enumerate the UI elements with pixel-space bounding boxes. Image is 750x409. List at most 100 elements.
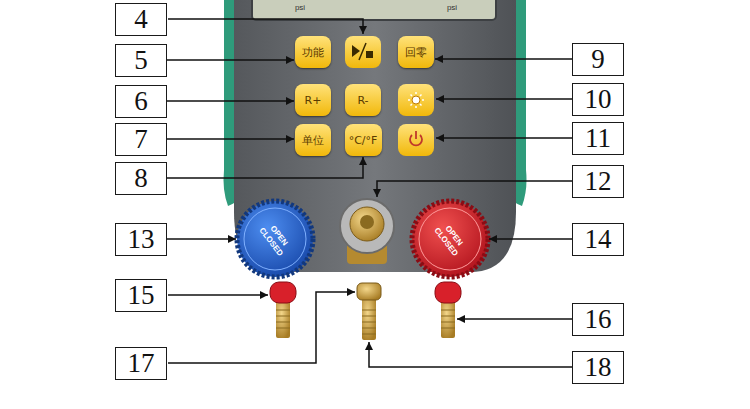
- callout-number: 6: [115, 85, 167, 118]
- node-text: R-: [357, 95, 368, 106]
- red-knob-rim: [419, 208, 481, 270]
- text-holder: 16: [585, 306, 612, 333]
- thread-lines: [276, 310, 290, 328]
- leader-line: [489, 238, 572, 240]
- text-holder: 功能: [302, 47, 324, 58]
- node-text: 回零: [405, 47, 427, 58]
- node-text: 单位: [302, 135, 324, 146]
- text-holder: OPENCLOSED: [257, 220, 293, 259]
- node-text: 功能: [302, 47, 324, 58]
- callout-number: 11: [572, 122, 624, 155]
- leader-line: [369, 342, 572, 367]
- leader-line: [436, 137, 572, 139]
- text-holder: OPENCLOSED: [432, 220, 468, 259]
- node-text: 7: [134, 126, 148, 153]
- text-holder: 12: [585, 168, 612, 195]
- node-text: 4: [134, 6, 148, 33]
- brass-cap: [357, 283, 381, 300]
- text-holder: 6: [134, 88, 148, 115]
- leader-line: [377, 181, 572, 197]
- play-icon: [352, 45, 360, 57]
- node-text: 17: [128, 350, 155, 377]
- power-icon: [415, 131, 417, 139]
- function-button: 回零: [398, 36, 434, 68]
- red-valve-cap: [270, 282, 296, 303]
- leader-line: [167, 59, 294, 61]
- node-text: 6: [134, 88, 148, 115]
- text-holder: 9: [591, 46, 605, 73]
- node-text: 10: [585, 86, 612, 113]
- leader-line: [457, 318, 572, 320]
- leader-line: [168, 292, 355, 363]
- text-holder: 17: [128, 350, 155, 377]
- text-holder: 4: [134, 6, 148, 33]
- valve-knob: OPENCLOSED: [237, 201, 313, 277]
- callout-number: 5: [115, 44, 167, 77]
- node-text: R+: [305, 95, 322, 106]
- leader-line: [168, 294, 268, 296]
- callout-number: 15: [115, 279, 167, 312]
- callout-number: 4: [115, 3, 167, 36]
- leader-line: [167, 138, 294, 140]
- blue-knob-rim: [244, 208, 306, 270]
- text-holder: 单位: [302, 135, 324, 146]
- thread-lines: [441, 310, 455, 328]
- text-holder: 7: [134, 126, 148, 153]
- port-fitting: [441, 300, 455, 338]
- node-text: 16: [585, 306, 612, 333]
- function-button: °C/°F: [345, 124, 382, 156]
- thread-lines: [362, 310, 376, 334]
- callout-number: 10: [572, 83, 624, 116]
- node-text: 11: [585, 125, 611, 152]
- function-button: 单位: [295, 124, 331, 156]
- red-knob: [412, 201, 488, 277]
- text-holder: 回零: [405, 47, 427, 58]
- text-holder: 11: [585, 125, 611, 152]
- power-button: [398, 124, 434, 156]
- callout-number: 12: [572, 165, 624, 198]
- callout-number: 7: [115, 123, 167, 156]
- callout-number: 8: [115, 162, 167, 195]
- backlight-button: [398, 84, 434, 116]
- center-fitting-core: [360, 215, 374, 229]
- callout-number: 18: [572, 351, 624, 384]
- node-text: 13: [128, 226, 155, 253]
- text-holder: R+: [305, 95, 322, 106]
- node-text: °C/°F: [349, 135, 378, 146]
- slash-icon: [359, 43, 366, 60]
- node-text: 18: [585, 354, 612, 381]
- unit-label: psi: [295, 3, 305, 12]
- text-holder: 5: [134, 47, 148, 74]
- text-holder: 14: [585, 226, 612, 253]
- port-fitting: [276, 300, 290, 338]
- function-button: R+: [295, 84, 331, 116]
- play-stop-button: [345, 36, 381, 68]
- node-text: 15: [128, 282, 155, 309]
- leader-line: [167, 157, 363, 178]
- node-text: 8: [134, 165, 148, 192]
- callout-number: 16: [572, 303, 624, 336]
- text-holder: °C/°F: [349, 135, 378, 146]
- node-text: 14: [585, 226, 612, 253]
- sun-rays: [408, 92, 424, 108]
- callout-number: 13: [115, 223, 167, 256]
- text-holder: R-: [357, 95, 368, 106]
- function-button: R-: [345, 84, 381, 116]
- unit-label: psi: [447, 3, 457, 12]
- callout-number: 9: [572, 43, 624, 76]
- port-fitting: [362, 298, 376, 340]
- callout-number: 14: [572, 223, 624, 256]
- node-text: 9: [591, 46, 605, 73]
- valve-knob: OPENCLOSED: [412, 201, 488, 277]
- center-fitting-core: [350, 207, 384, 241]
- text-holder: 18: [585, 354, 612, 381]
- function-button: 功能: [295, 36, 331, 68]
- node-text: 12: [585, 168, 612, 195]
- center-fitting: [340, 199, 394, 253]
- sun-icon: [412, 96, 420, 104]
- leader-line: [167, 100, 294, 102]
